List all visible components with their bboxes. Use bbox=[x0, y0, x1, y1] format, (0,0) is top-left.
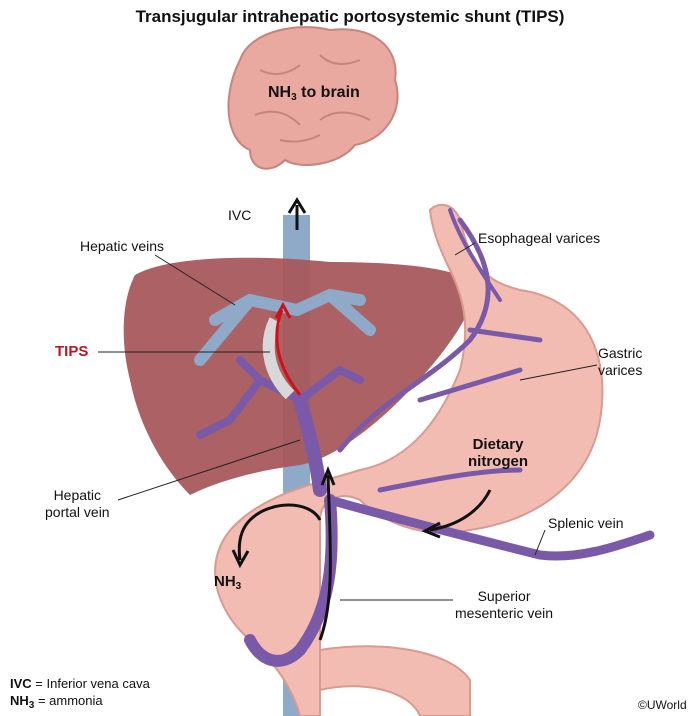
diagram-title: Transjugular intrahepatic portosystemic … bbox=[135, 7, 565, 26]
nh3-label: NH3 bbox=[214, 573, 242, 592]
smv-line1: Superior bbox=[477, 588, 531, 604]
brain-label-nh: NH bbox=[268, 84, 292, 101]
nh3-flow-arrow bbox=[231, 503, 322, 569]
smv-line2: mesenteric vein bbox=[455, 605, 554, 621]
hepatic-portal-vein-line1: Hepatic bbox=[53, 487, 102, 503]
tips-stent bbox=[262, 317, 295, 400]
legend-abbr: IVC bbox=[10, 676, 32, 691]
legend-item-nh3: NH3 = ammonia bbox=[10, 692, 150, 711]
legend: IVC = Inferior vena cava NH3 = ammonia bbox=[10, 675, 150, 711]
hepatic-veins-label: Hepatic veins bbox=[80, 238, 165, 254]
dietary-flow-arrow bbox=[421, 489, 492, 539]
smv-flow-arrow bbox=[318, 465, 336, 641]
brain-label: NH3 to brain bbox=[268, 84, 360, 103]
legend-def: = ammonia bbox=[34, 693, 103, 708]
gastric-varices-line2: varices bbox=[598, 362, 643, 378]
gastric-varices bbox=[337, 217, 543, 493]
intestine-loop bbox=[319, 645, 471, 716]
splenic-vein bbox=[325, 495, 655, 561]
nh3-label-sub: 3 bbox=[235, 581, 242, 592]
hepatic-portal-vein bbox=[293, 393, 327, 497]
brain-label-rest: to brain bbox=[296, 84, 360, 101]
ivc-label: IVC bbox=[228, 207, 252, 223]
hepatic-portal-vein-line2: portal vein bbox=[45, 504, 110, 520]
esophageal-varices bbox=[448, 208, 502, 302]
legend-def: = Inferior vena cava bbox=[31, 676, 150, 691]
legend-item-ivc: IVC = Inferior vena cava bbox=[10, 675, 150, 692]
dietary-nitrogen-line2: nitrogen bbox=[468, 453, 528, 470]
esophageal-varices-label: Esophageal varices bbox=[478, 230, 601, 246]
splenic-vein-label: Splenic vein bbox=[548, 515, 624, 531]
nh3-label-main: NH bbox=[214, 573, 236, 590]
copyright: ©UWorld bbox=[638, 698, 687, 712]
brain-label-sub: 3 bbox=[291, 92, 297, 103]
tips-flow-arrow bbox=[274, 301, 302, 396]
dietary-nitrogen-line1: Dietary bbox=[472, 436, 524, 453]
legend-abbr: NH bbox=[10, 693, 29, 708]
gastric-varices-line1: Gastric bbox=[598, 345, 643, 361]
tips-label: TIPS bbox=[55, 343, 89, 360]
legend-sub: 3 bbox=[28, 700, 35, 711]
ivc-up-arrow bbox=[287, 197, 307, 230]
portal-branches bbox=[196, 356, 364, 439]
hepatic-veins bbox=[194, 288, 376, 366]
